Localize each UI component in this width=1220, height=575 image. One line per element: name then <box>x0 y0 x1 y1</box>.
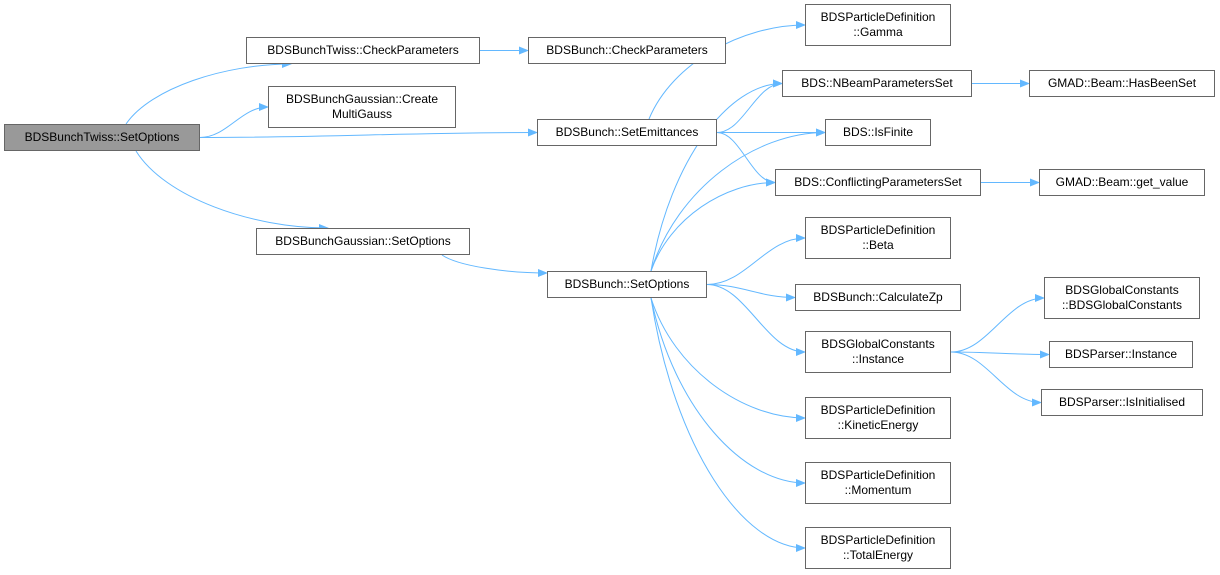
node-gc-instance[interactable]: BDSGlobalConstants::Instance <box>805 331 951 373</box>
node-conflicting[interactable]: BDS::ConflictingParametersSet <box>775 169 981 196</box>
edge-twiss-setoptions-to-twiss-checkparams <box>125 60 292 125</box>
node-label: BDS::IsFinite <box>842 125 914 139</box>
node-parser-isinit[interactable]: BDSParser::IsInitialised <box>1041 389 1203 416</box>
edge-gc-instance-to-parser-isinit <box>950 351 1042 407</box>
node-label: ::Instance <box>851 352 905 366</box>
node-pd-beta[interactable]: BDSParticleDefinition::Beta <box>805 217 951 259</box>
node-label: MultiGauss <box>331 107 393 121</box>
edge-gc-instance-to-parser-instance <box>950 350 1050 359</box>
node-nbeam[interactable]: BDS::NBeamParametersSet <box>782 70 972 97</box>
edge-bunch-setemit-to-conflicting <box>716 132 776 187</box>
edge-bunch-setoptions-to-isfinite <box>650 128 826 272</box>
node-twiss-setoptions: BDSBunchTwiss::SetOptions <box>4 124 200 151</box>
node-label: BDSParticleDefinition <box>820 10 936 24</box>
node-hasbeenset[interactable]: GMAD::Beam::HasBeenSet <box>1029 70 1215 97</box>
node-gc-ctor[interactable]: BDSGlobalConstants::BDSGlobalConstants <box>1044 277 1200 319</box>
node-pd-kinetic[interactable]: BDSParticleDefinition::KineticEnergy <box>805 397 951 439</box>
node-label: BDS::ConflictingParametersSet <box>794 175 962 189</box>
node-label: BDSParser::Instance <box>1064 347 1178 361</box>
node-bunch-checkparams[interactable]: BDSBunch::CheckParameters <box>528 37 726 64</box>
node-label: BDS::NBeamParametersSet <box>801 76 953 90</box>
edge-bunch-setoptions-to-pd-momentum <box>650 297 806 487</box>
node-bunch-setoptions[interactable]: BDSBunch::SetOptions <box>547 271 707 298</box>
node-label: BDSGlobalConstants <box>821 337 935 351</box>
node-pd-momentum[interactable]: BDSParticleDefinition::Momentum <box>805 462 951 504</box>
node-gauss-setoptions[interactable]: BDSBunchGaussian::SetOptions <box>256 228 470 255</box>
edge-bunch-setemit-to-nbeam <box>716 79 783 133</box>
node-label: BDSBunch::CalculateZp <box>813 290 943 304</box>
node-label: BDSParser::IsInitialised <box>1058 395 1186 409</box>
edge-bunch-setoptions-to-pd-total <box>650 297 806 552</box>
node-label: BDSParticleDefinition <box>820 223 936 237</box>
node-label: GMAD::Beam::get_value <box>1055 175 1189 189</box>
edge-twiss-setoptions-to-gauss-create <box>199 103 269 138</box>
node-label: BDSBunchGaussian::Create <box>285 92 439 106</box>
node-parser-instance[interactable]: BDSParser::Instance <box>1049 341 1193 368</box>
node-calczp[interactable]: BDSBunch::CalculateZp <box>795 284 961 311</box>
node-label: BDSBunch::SetOptions <box>564 277 690 291</box>
node-label: ::TotalEnergy <box>842 548 914 562</box>
node-label: GMAD::Beam::HasBeenSet <box>1047 76 1197 90</box>
node-label: ::Gamma <box>853 25 903 39</box>
node-pd-gamma[interactable]: BDSParticleDefinition::Gamma <box>805 4 951 46</box>
node-label: ::Beta <box>862 238 894 252</box>
node-label: BDSParticleDefinition <box>820 468 936 482</box>
node-label: BDSParticleDefinition <box>820 403 936 417</box>
node-label: BDSGlobalConstants <box>1065 283 1179 297</box>
node-label: BDSBunchTwiss::SetOptions <box>24 130 180 144</box>
edge-twiss-setoptions-to-bunch-setemit <box>199 128 538 138</box>
node-pd-total[interactable]: BDSParticleDefinition::TotalEnergy <box>805 527 951 569</box>
edge-bunch-setoptions-to-pd-kinetic <box>650 297 806 422</box>
edge-bunch-setoptions-to-calczp <box>706 284 796 302</box>
edge-twiss-setoptions-to-gauss-setoptions <box>135 150 329 232</box>
node-label: ::KineticEnergy <box>837 418 919 432</box>
node-bunch-setemit[interactable]: BDSBunch::SetEmittances <box>537 119 717 146</box>
edge-bunch-setoptions-to-gc-instance <box>706 284 806 356</box>
edge-bunch-setoptions-to-conflicting <box>650 178 776 272</box>
node-label: BDSBunch::SetEmittances <box>555 125 699 139</box>
node-isfinite[interactable]: BDS::IsFinite <box>825 119 931 146</box>
node-label: BDSBunchTwiss::CheckParameters <box>267 43 459 57</box>
edge-gauss-setoptions-to-bunch-setoptions <box>441 254 548 277</box>
node-label: BDSBunchGaussian::SetOptions <box>275 234 451 248</box>
edge-gc-instance-to-gc-ctor <box>950 294 1045 353</box>
node-label: ::Momentum <box>844 483 912 497</box>
edge-bunch-setoptions-to-pd-beta <box>706 234 806 285</box>
node-label: BDSBunch::CheckParameters <box>546 43 708 57</box>
node-twiss-checkparams[interactable]: BDSBunchTwiss::CheckParameters <box>246 37 480 64</box>
node-label: ::BDSGlobalConstants <box>1061 298 1183 312</box>
node-label: BDSParticleDefinition <box>820 533 936 547</box>
node-getvalue[interactable]: GMAD::Beam::get_value <box>1039 169 1205 196</box>
